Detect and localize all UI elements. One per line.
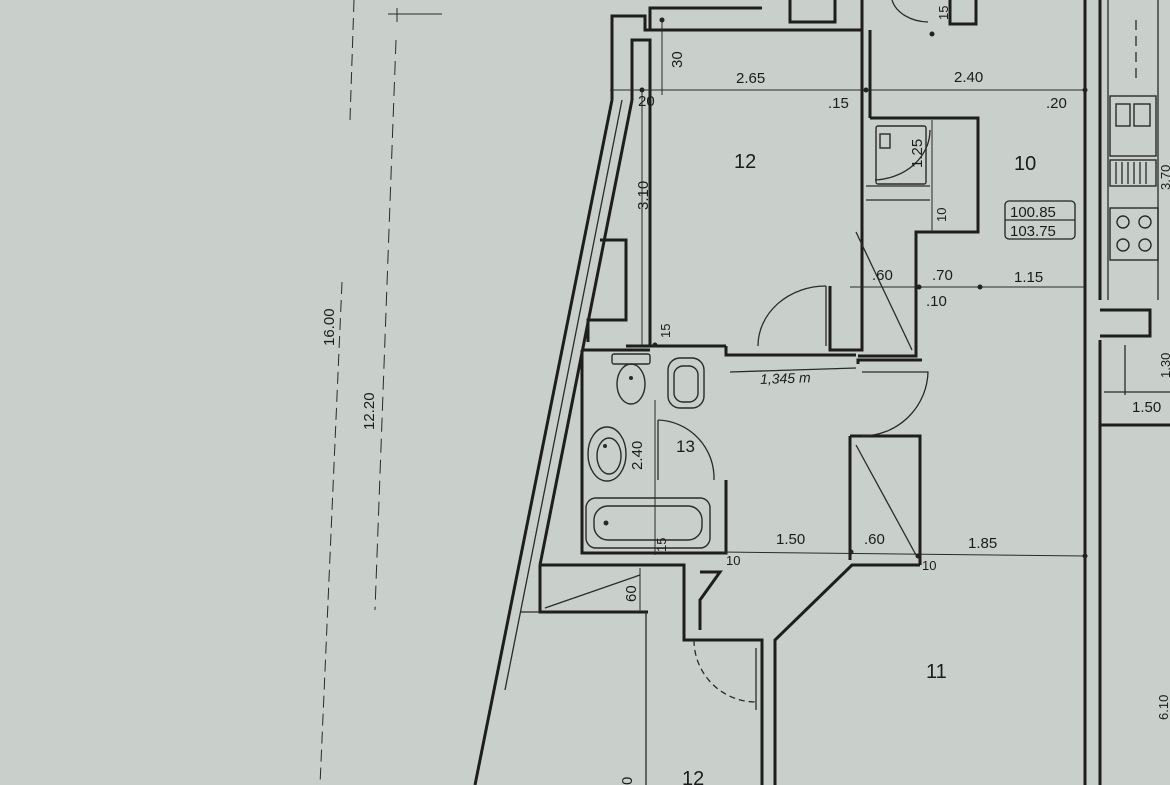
dim-2-65: 2.65 — [736, 70, 765, 87]
dim-1-15: 1.15 — [1014, 269, 1043, 286]
dim-60-bottom: .60 — [864, 531, 885, 548]
diagonal-exterior-wall — [473, 99, 634, 785]
stove-icon — [1109, 207, 1159, 261]
dim-1-30-right: 1.30 — [1158, 353, 1170, 378]
room-label-11: 11 — [926, 661, 947, 683]
bathroom-fixtures — [585, 125, 927, 549]
dim-15-wall: 15 — [658, 324, 673, 338]
dim-10-a: 10 — [726, 553, 740, 568]
dim-1-85: 1.85 — [968, 535, 997, 552]
dim-16-00: 16.00 — [321, 308, 338, 346]
dim-20-right: .20 — [1046, 95, 1067, 112]
room-label-10: 10 — [1014, 153, 1036, 175]
left-dimension-lines — [319, 0, 442, 785]
bidet-icon — [667, 357, 705, 409]
dim-1-50: 1.50 — [776, 531, 805, 548]
interior-thin-lines — [520, 0, 1170, 785]
dim-15-bath: 15 — [654, 538, 669, 552]
room-labels: 12 10 13 11 12 — [676, 151, 1036, 785]
room-label-12-bottom: 12 — [682, 768, 704, 785]
dim-12-20: 12.20 — [361, 392, 378, 430]
dim-1-50-right: 1.50 — [1132, 399, 1161, 416]
level-upper: 100.85 — [1010, 204, 1056, 221]
dim-10-closet: 10 — [934, 208, 949, 222]
dim-20-left: 20 — [638, 93, 655, 110]
bathtub-icon — [585, 497, 711, 549]
toilet-icon — [611, 353, 651, 405]
closet-sink-icon — [875, 125, 927, 185]
dim-2-40: 2.40 — [954, 69, 983, 86]
kitchen-fixtures — [1109, 95, 1159, 261]
level-lower: 103.75 — [1010, 223, 1056, 240]
dim-2-40-bath: 2.40 — [629, 441, 646, 470]
dim-right-edge: 6.10 — [1156, 695, 1170, 720]
dim-30: 30 — [669, 51, 686, 68]
dimension-lines — [610, 17, 1088, 612]
dim-3-10: 3.10 — [635, 181, 652, 210]
dim-15-mid: .15 — [828, 95, 849, 112]
door-swings — [657, 0, 931, 710]
dim-3-70-right: 3.70 — [1158, 165, 1170, 190]
dim-bottom-0: 0 — [619, 777, 636, 785]
dim-60-top: .60 — [872, 267, 893, 284]
handwritten-note: 1,345 m — [760, 369, 811, 387]
dimension-texts: 16.00 12.20 2.65 2.40 30 20 .15 .20 3.10… — [321, 6, 1170, 785]
dim-10-b: 10 — [922, 558, 936, 573]
dim-10-top: .10 — [926, 293, 947, 310]
dim-70: .70 — [932, 267, 953, 284]
sink-icon — [587, 426, 627, 482]
main-walls — [538, 0, 1170, 785]
dim-15-top-corner: 15 — [936, 6, 951, 20]
room-label-12-top: 12 — [734, 151, 756, 173]
room-label-13: 13 — [676, 437, 695, 456]
dim-60-bottom-left: 60 — [623, 585, 640, 602]
dim-1-25: 1.25 — [909, 139, 926, 168]
